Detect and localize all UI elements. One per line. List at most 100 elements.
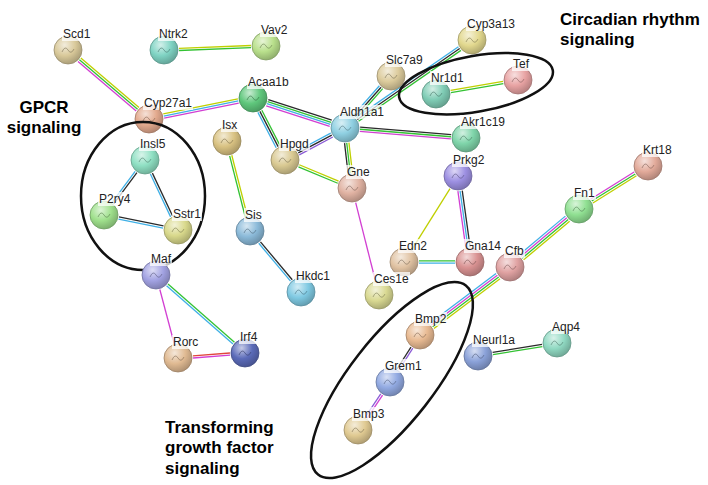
protein-node: Gna14 xyxy=(455,247,485,277)
protein-label: P2ry4 xyxy=(98,192,131,206)
protein-label: Nr1d1 xyxy=(430,71,465,85)
interaction-edge xyxy=(419,261,455,263)
protein-label: Isx xyxy=(221,118,238,132)
evidence-line xyxy=(119,217,164,226)
protein-label: Bmp2 xyxy=(414,312,447,326)
interaction-edge xyxy=(519,216,569,260)
interaction-edge xyxy=(258,110,280,147)
interaction-edge xyxy=(298,165,338,183)
group-label: Circadian rhythm signaling xyxy=(560,10,700,51)
protein-node: Tef xyxy=(503,65,533,95)
protein-label: Aldh1a1 xyxy=(339,105,385,119)
evidence-line xyxy=(524,221,570,260)
evidence-line xyxy=(260,242,292,280)
protein-node: Acaa1b xyxy=(238,83,268,113)
protein-label: Hpgd xyxy=(279,137,310,151)
protein-label: Grem1 xyxy=(384,359,423,373)
protein-node: Ntrk2 xyxy=(149,35,179,65)
protein-node: Rorc xyxy=(163,343,193,373)
evidence-line xyxy=(522,219,568,258)
protein-label: Edn2 xyxy=(398,239,428,253)
protein-node: Maf xyxy=(141,260,171,290)
protein-node: Grem1 xyxy=(375,367,405,397)
evidence-line xyxy=(118,219,163,228)
evidence-line xyxy=(260,111,278,146)
protein-label: Maf xyxy=(150,252,172,266)
protein-node: Isx xyxy=(212,126,242,156)
protein-label: Insl5 xyxy=(139,137,166,151)
interaction-edge xyxy=(179,45,251,50)
protein-label: Sis xyxy=(244,208,263,222)
evidence-line xyxy=(419,262,455,263)
protein-node: Bmp3 xyxy=(343,415,373,445)
protein-label: Cyp3a13 xyxy=(466,17,516,31)
protein-node: Sstr1 xyxy=(163,215,193,245)
protein-label: Tef xyxy=(512,57,530,71)
protein-node: Ces1e xyxy=(364,280,394,310)
interaction-edge xyxy=(266,100,332,127)
protein-node: Krt18 xyxy=(633,151,663,181)
protein-node: Aldh1a1 xyxy=(330,113,360,143)
interaction-edge xyxy=(591,172,637,203)
evidence-line xyxy=(519,216,565,255)
interaction-edge xyxy=(78,58,139,111)
evidence-line xyxy=(78,61,136,111)
protein-node: Bmp2 xyxy=(405,320,435,350)
protein-label: Prkg2 xyxy=(452,153,485,167)
protein-label: Ntrk2 xyxy=(158,27,189,41)
interaction-edge xyxy=(259,242,292,281)
protein-label: Aqp4 xyxy=(551,320,581,334)
protein-node: Nr1d1 xyxy=(421,79,451,109)
protein-label: Acaa1b xyxy=(247,75,290,89)
protein-node: Fn1 xyxy=(564,194,594,224)
protein-node: Hkdc1 xyxy=(286,277,316,307)
evidence-line xyxy=(150,174,170,217)
protein-node: Cfb xyxy=(495,252,525,282)
protein-node: Irf4 xyxy=(230,338,260,368)
evidence-line xyxy=(258,112,276,147)
interaction-edge xyxy=(193,353,230,358)
protein-node: Insl5 xyxy=(130,145,160,175)
protein-node: Sis xyxy=(235,216,265,246)
evidence-line xyxy=(592,174,636,201)
protein-node: Neurl1a xyxy=(463,341,493,371)
evidence-line xyxy=(591,172,635,199)
evidence-line xyxy=(298,167,337,183)
protein-label: Fn1 xyxy=(573,186,596,200)
evidence-line xyxy=(81,58,139,108)
protein-node: Hpgd xyxy=(270,145,300,175)
protein-label: Ces1e xyxy=(373,272,410,286)
evidence-line xyxy=(266,106,329,127)
group-label: Transforming growth factor signaling xyxy=(165,418,315,479)
evidence-line xyxy=(521,218,567,257)
protein-label: Vav2 xyxy=(260,23,288,37)
protein-node: Slc7a9 xyxy=(376,61,406,91)
evidence-line xyxy=(79,60,137,110)
interaction-edge xyxy=(118,217,163,228)
protein-label: Cyp27a1 xyxy=(143,96,193,110)
interaction-edge xyxy=(360,127,451,139)
protein-label: Gne xyxy=(346,165,371,179)
evidence-line xyxy=(299,165,338,181)
evidence-line xyxy=(230,156,246,217)
interaction-edge xyxy=(356,203,376,281)
evidence-line xyxy=(268,102,331,123)
protein-node: Vav2 xyxy=(251,31,281,61)
protein-label: Neurl1a xyxy=(472,333,516,347)
interaction-edge xyxy=(150,173,172,217)
evidence-line xyxy=(152,173,172,216)
protein-label: Akr1c19 xyxy=(460,115,506,129)
evidence-line xyxy=(262,110,280,145)
group-label: GPCR signaling xyxy=(2,98,86,139)
evidence-line xyxy=(593,176,637,203)
protein-node: Akr1c19 xyxy=(451,123,481,153)
pathway-group: GPCR signalingInsl5P2ry4Sstr1 xyxy=(78,119,208,273)
evidence-line xyxy=(267,104,330,125)
protein-label: Bmp3 xyxy=(352,407,385,421)
protein-node: Gne xyxy=(337,173,367,203)
protein-label: Scd1 xyxy=(62,27,91,41)
protein-node: Cyp27a1 xyxy=(134,104,164,134)
evidence-line xyxy=(193,355,230,358)
evidence-line xyxy=(259,243,291,281)
protein-node: P2ry4 xyxy=(89,200,119,230)
